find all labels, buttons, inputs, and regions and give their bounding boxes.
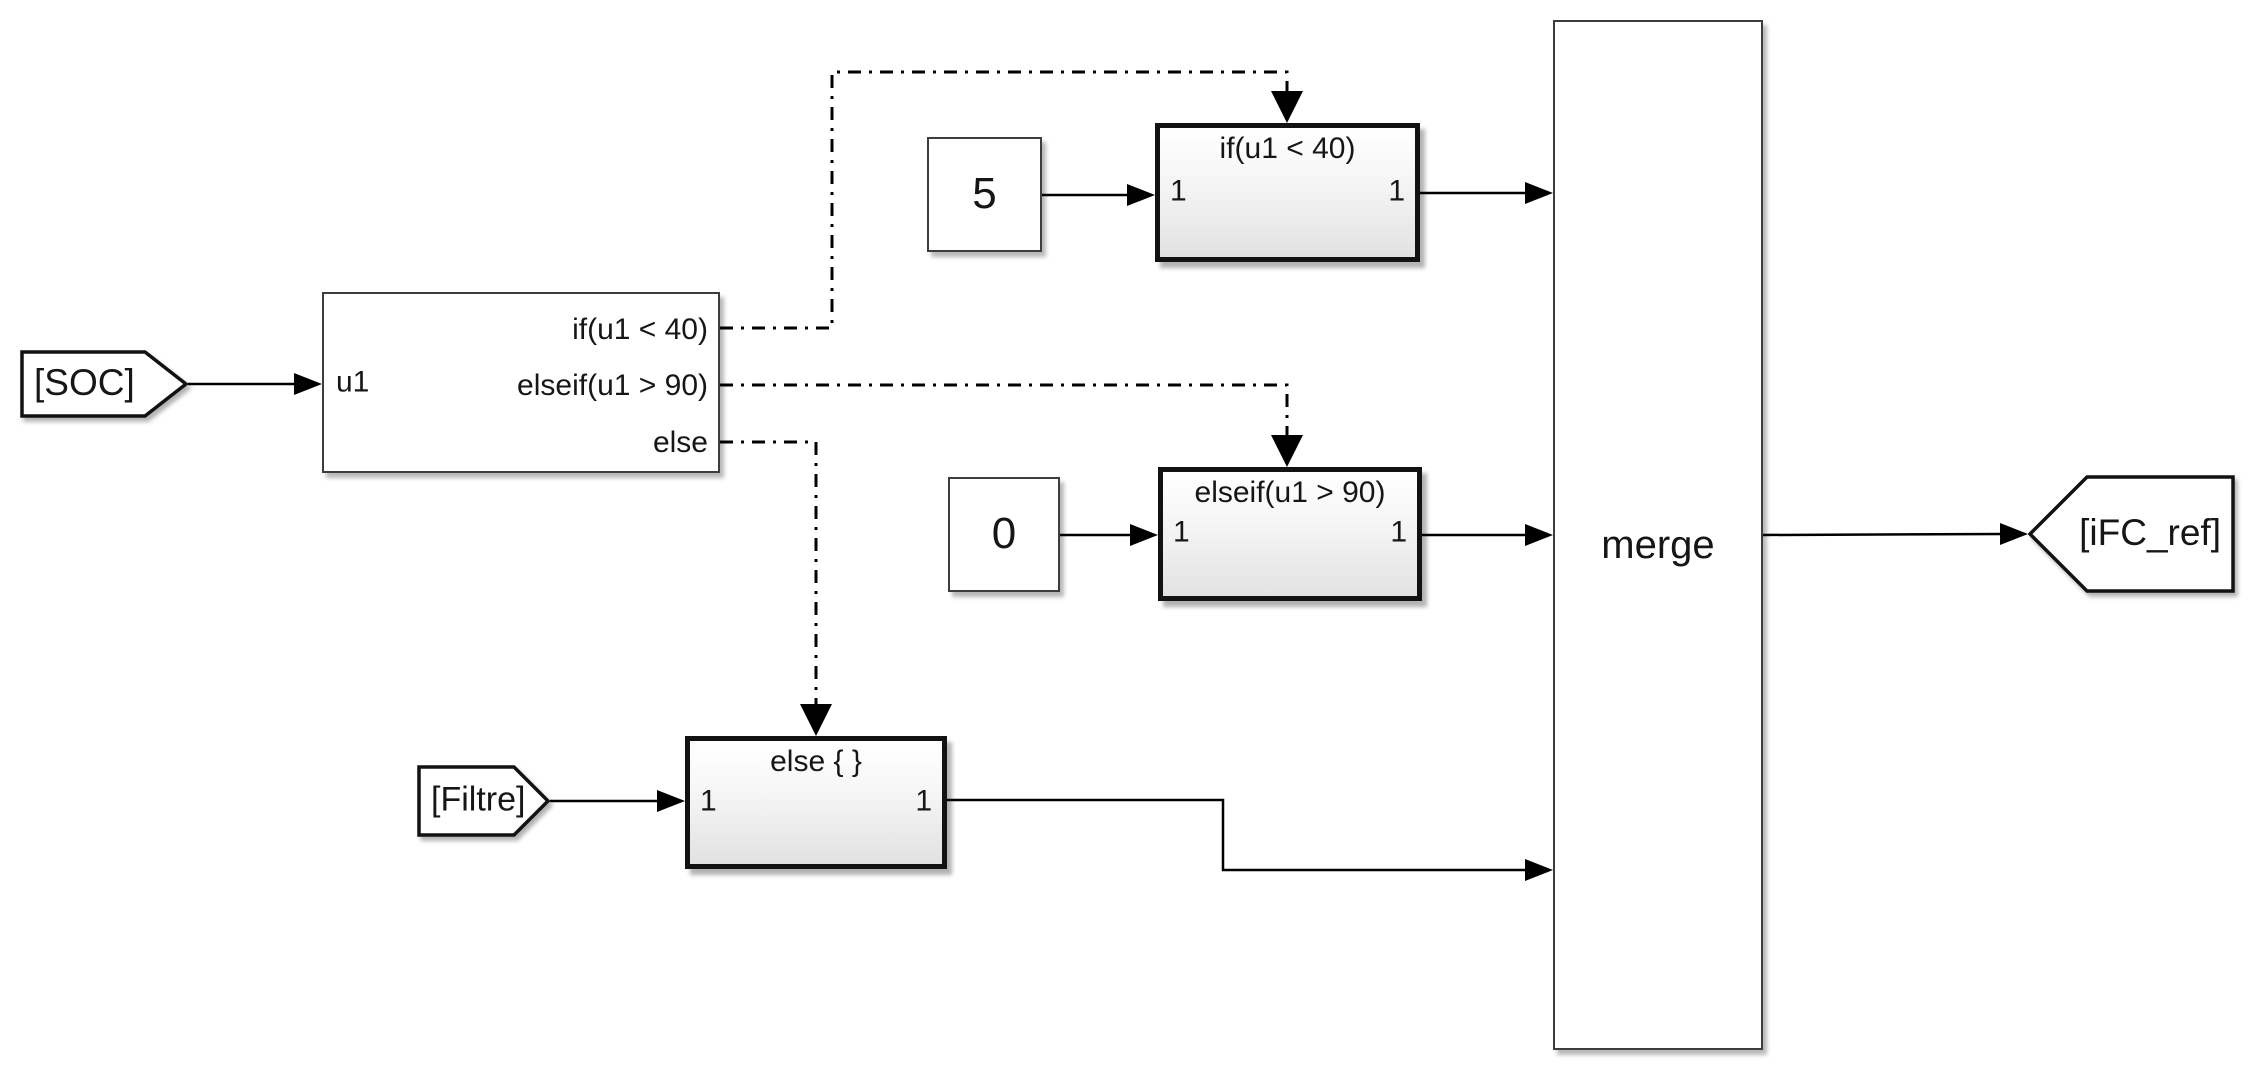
arrowhead [2000, 523, 2028, 545]
if-block-output-else: else [652, 426, 708, 459]
from-tag-filtre[interactable]: [Filtre] [417, 765, 550, 837]
elseif-action-outport-label: 1 [1390, 515, 1407, 549]
arrowhead [1525, 524, 1553, 546]
wire-merge-to-ifc-ref[interactable] [1762, 532, 2005, 537]
if-block-input-label: u1 [336, 364, 370, 398]
elseif-action-title: elseif(u1 > 90) [1194, 476, 1386, 509]
else-action-inport-label: 1 [700, 784, 717, 818]
if-action-outport-label: 1 [1388, 174, 1405, 208]
if-action-title: if(u1 < 40) [1219, 132, 1356, 165]
from-tag-soc-label: [SOC] [34, 362, 135, 404]
control-wire-elseif-branch[interactable] [720, 383, 1289, 439]
arrowhead [294, 373, 322, 395]
elseif-action-subsystem[interactable]: elseif(u1 > 90) 1 1 [1158, 467, 1422, 601]
if-block[interactable]: u1 if(u1 < 40) elseif(u1 > 90) else [322, 292, 720, 473]
merge-block-label: merge [1601, 523, 1715, 567]
merge-block[interactable]: merge [1553, 20, 1763, 1050]
goto-tag-shape [2028, 475, 2235, 593]
from-tag-filtre-label: [Filtre] [431, 780, 526, 819]
else-action-outport-label: 1 [915, 784, 932, 818]
arrowhead [657, 790, 685, 812]
control-arrowhead [1271, 91, 1303, 123]
if-action-inport-label: 1 [1170, 174, 1187, 208]
constant-0-value: 0 [991, 508, 1017, 558]
control-arrowhead [800, 704, 832, 736]
else-action-title: else { } [770, 745, 862, 778]
from-tag-shape [417, 765, 550, 837]
control-wire-else-branch[interactable] [720, 440, 818, 708]
control-arrowhead [1271, 435, 1303, 467]
control-wire-if-branch[interactable] [720, 70, 1289, 330]
if-block-output-if: if(u1 < 40) [572, 313, 708, 346]
else-action-subsystem[interactable]: else { } 1 1 [685, 736, 947, 869]
arrowhead [1525, 182, 1553, 204]
from-tag-soc[interactable]: [SOC] [20, 350, 188, 418]
if-block-output-elseif: elseif(u1 > 90) [517, 369, 708, 402]
arrowhead [1127, 184, 1155, 206]
constant-block-0[interactable]: 0 [948, 477, 1060, 592]
constant-5-value: 5 [972, 168, 997, 218]
goto-tag-ifc-ref-label: [iFC_ref] [2079, 512, 2221, 554]
if-action-subsystem[interactable]: if(u1 < 40) 1 1 [1155, 123, 1420, 262]
arrowhead [1525, 859, 1553, 881]
arrowhead [1130, 524, 1158, 546]
elseif-action-inport-label: 1 [1173, 515, 1190, 549]
wire-else-action-to-merge[interactable] [947, 798, 1529, 872]
constant-block-5[interactable]: 5 [927, 137, 1042, 252]
from-tag-shape [20, 350, 188, 418]
goto-tag-ifc-ref[interactable]: [iFC_ref] [2028, 475, 2235, 593]
